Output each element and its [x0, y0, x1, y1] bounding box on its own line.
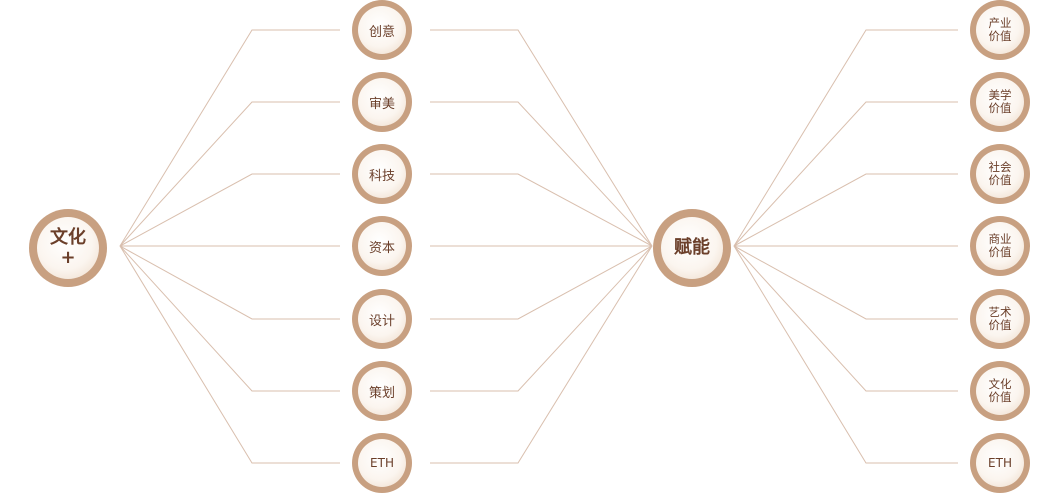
- left-node-4: 设计: [352, 289, 412, 349]
- left-node-label: 策划: [358, 367, 406, 415]
- connector-root-left-5: [119, 245, 340, 392]
- right-node-1: 美学 价值: [970, 72, 1030, 132]
- connector-hub-right-6: [733, 245, 958, 464]
- right-node-label: ETH: [976, 439, 1024, 487]
- hub-node-label: 赋能: [661, 217, 723, 279]
- connector-left-hub-0: [430, 29, 653, 247]
- left-node-label: 设计: [358, 295, 406, 343]
- connector-hub-right-2: [733, 173, 958, 247]
- root-node-label: 文化 +: [37, 217, 99, 279]
- right-node-label: 产业 价值: [976, 6, 1024, 54]
- connector-hub-right-4: [733, 245, 958, 320]
- root-node: 文化 +: [29, 209, 107, 287]
- right-node-3: 商业 价值: [970, 216, 1030, 276]
- hub-node: 赋能: [653, 209, 731, 287]
- connector-root-left-6: [119, 245, 340, 464]
- left-node-1: 审美: [352, 72, 412, 132]
- right-node-label: 文化 价值: [976, 367, 1024, 415]
- left-node-label: 科技: [358, 150, 406, 198]
- right-node-label: 商业 价值: [976, 222, 1024, 270]
- left-node-5: 策划: [352, 361, 412, 421]
- connector-hub-right-5: [733, 245, 958, 392]
- left-node-label: 审美: [358, 78, 406, 126]
- connector-left-hub-1: [430, 101, 653, 247]
- right-node-label: 社会 价值: [976, 150, 1024, 198]
- right-node-2: 社会 价值: [970, 144, 1030, 204]
- left-node-3: 资本: [352, 216, 412, 276]
- connector-root-left-4: [119, 245, 340, 320]
- connector-root-left-1: [119, 101, 340, 247]
- connector-left-hub-4: [430, 245, 653, 320]
- connector-left-hub-5: [430, 245, 653, 392]
- connector-left-hub-6: [430, 245, 653, 464]
- connector-left-hub-2: [430, 173, 653, 247]
- left-node-6: ETH: [352, 433, 412, 493]
- right-node-4: 艺术 价值: [970, 289, 1030, 349]
- left-node-label: 资本: [358, 222, 406, 270]
- right-node-0: 产业 价值: [970, 0, 1030, 60]
- connector-root-left-2: [119, 173, 340, 247]
- connector-hub-right-0: [733, 29, 958, 247]
- right-node-label: 美学 价值: [976, 78, 1024, 126]
- left-node-0: 创意: [352, 0, 412, 60]
- left-node-2: 科技: [352, 144, 412, 204]
- right-node-6: ETH: [970, 433, 1030, 493]
- right-node-5: 文化 价值: [970, 361, 1030, 421]
- right-node-label: 艺术 价值: [976, 295, 1024, 343]
- left-node-label: ETH: [358, 439, 406, 487]
- connector-hub-right-1: [733, 101, 958, 247]
- left-node-label: 创意: [358, 6, 406, 54]
- connector-root-left-0: [119, 29, 340, 247]
